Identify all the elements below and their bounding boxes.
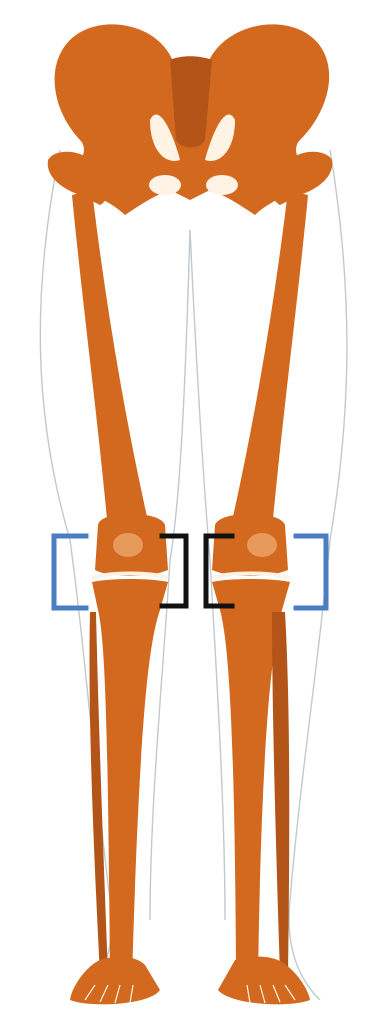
feet (70, 956, 310, 1004)
lower-leg-bones (89, 579, 290, 980)
femurs (48, 152, 333, 576)
left-lateral-bracket (54, 536, 86, 608)
knee-joint-lines (92, 574, 290, 579)
right-lateral-bracket (296, 536, 326, 608)
